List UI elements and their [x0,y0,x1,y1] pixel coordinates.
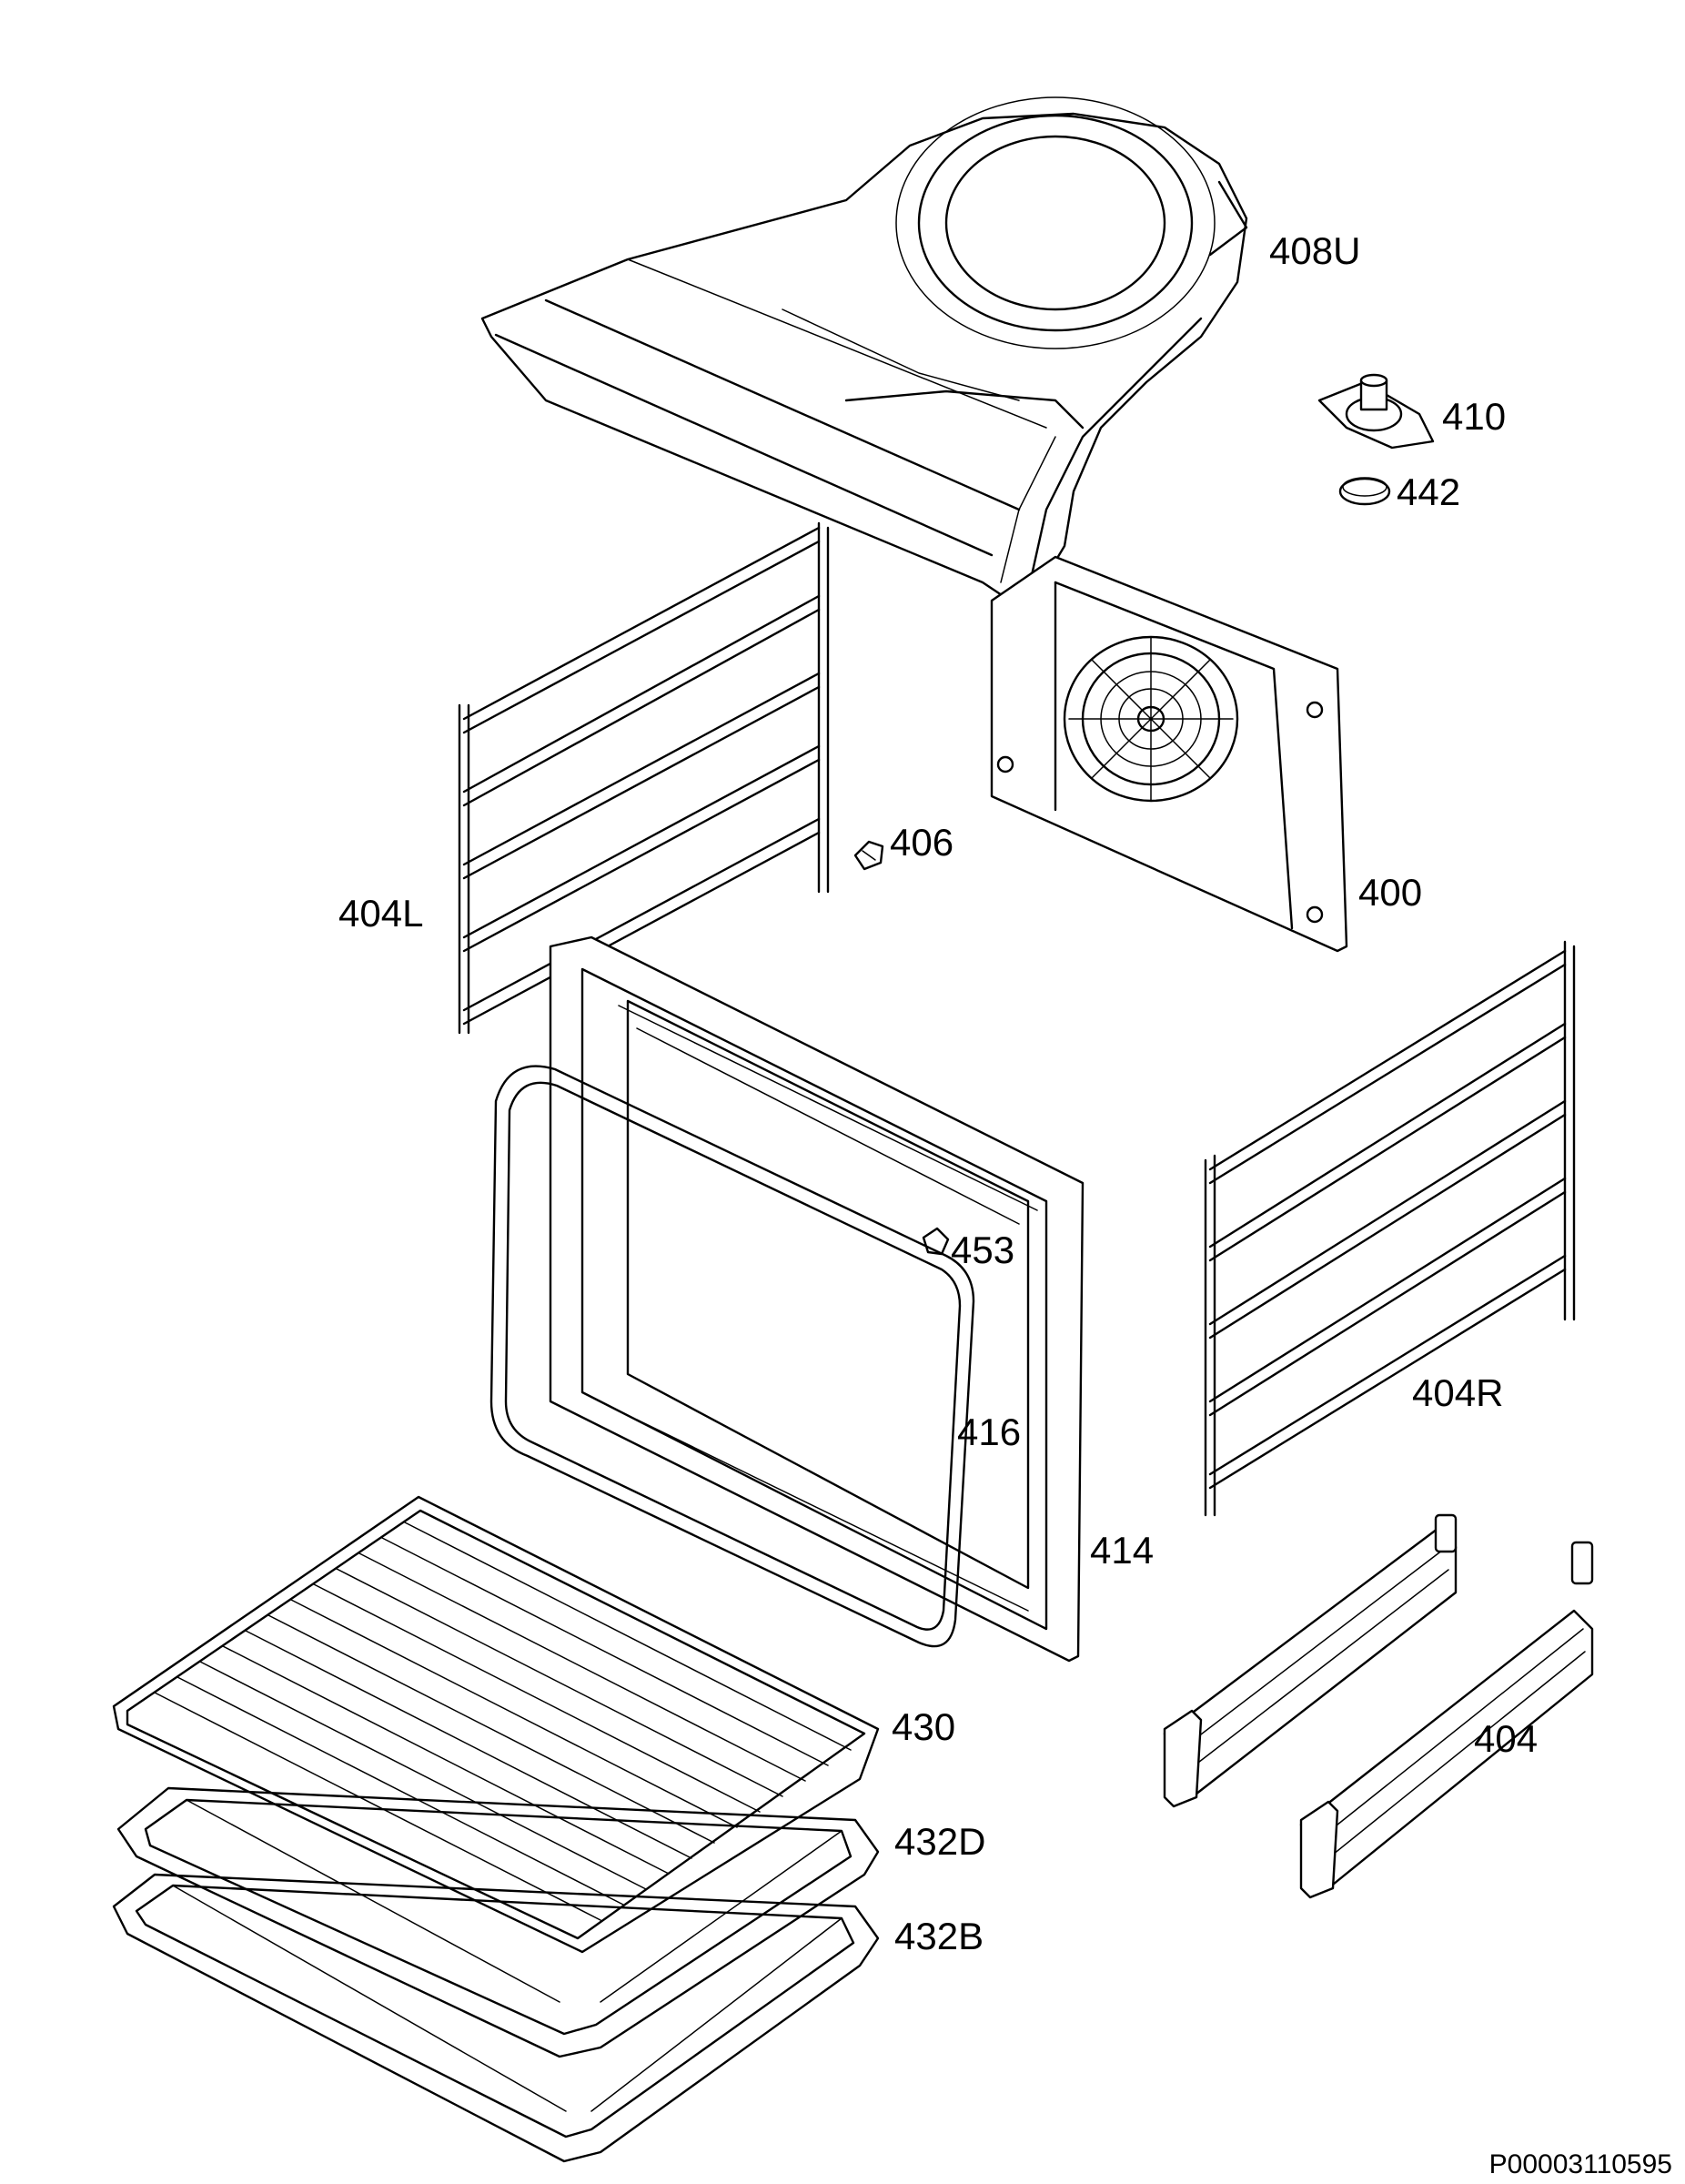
part-406-clip [853,840,884,871]
part-414-front-frame [549,935,1085,1663]
label-416: 416 [957,1410,1021,1453]
label-453: 453 [951,1228,1014,1271]
label-404R: 404R [1412,1371,1503,1414]
label-404L: 404L [338,892,423,935]
part-404-telescopic-runners [1163,1513,1594,1899]
label-432D: 432D [894,1820,985,1863]
document-id: P00003110595 [1489,2149,1672,2179]
label-404: 404 [1474,1717,1538,1760]
part-408U-top-cover [480,96,1248,602]
label-442: 442 [1397,470,1460,513]
label-414: 414 [1090,1529,1154,1572]
label-410: 410 [1442,395,1506,438]
part-432B-baking-tray [112,1873,880,2163]
label-408U: 408U [1269,229,1360,272]
part-430-wire-shelf [112,1495,880,1954]
part-400-back-panel [990,555,1348,953]
label-430: 430 [892,1705,955,1748]
label-400: 400 [1358,871,1422,914]
part-432D-deep-tray [116,1786,880,2058]
part-442-disc [1338,477,1391,506]
part-410-motor-bracket [1317,373,1435,450]
label-432B: 432B [894,1915,984,1957]
part-416-door-seal [489,1065,975,1648]
part-404R-right-rack [1204,940,1576,1517]
label-406: 406 [890,821,953,864]
part-404L-left-rack [458,521,830,1035]
